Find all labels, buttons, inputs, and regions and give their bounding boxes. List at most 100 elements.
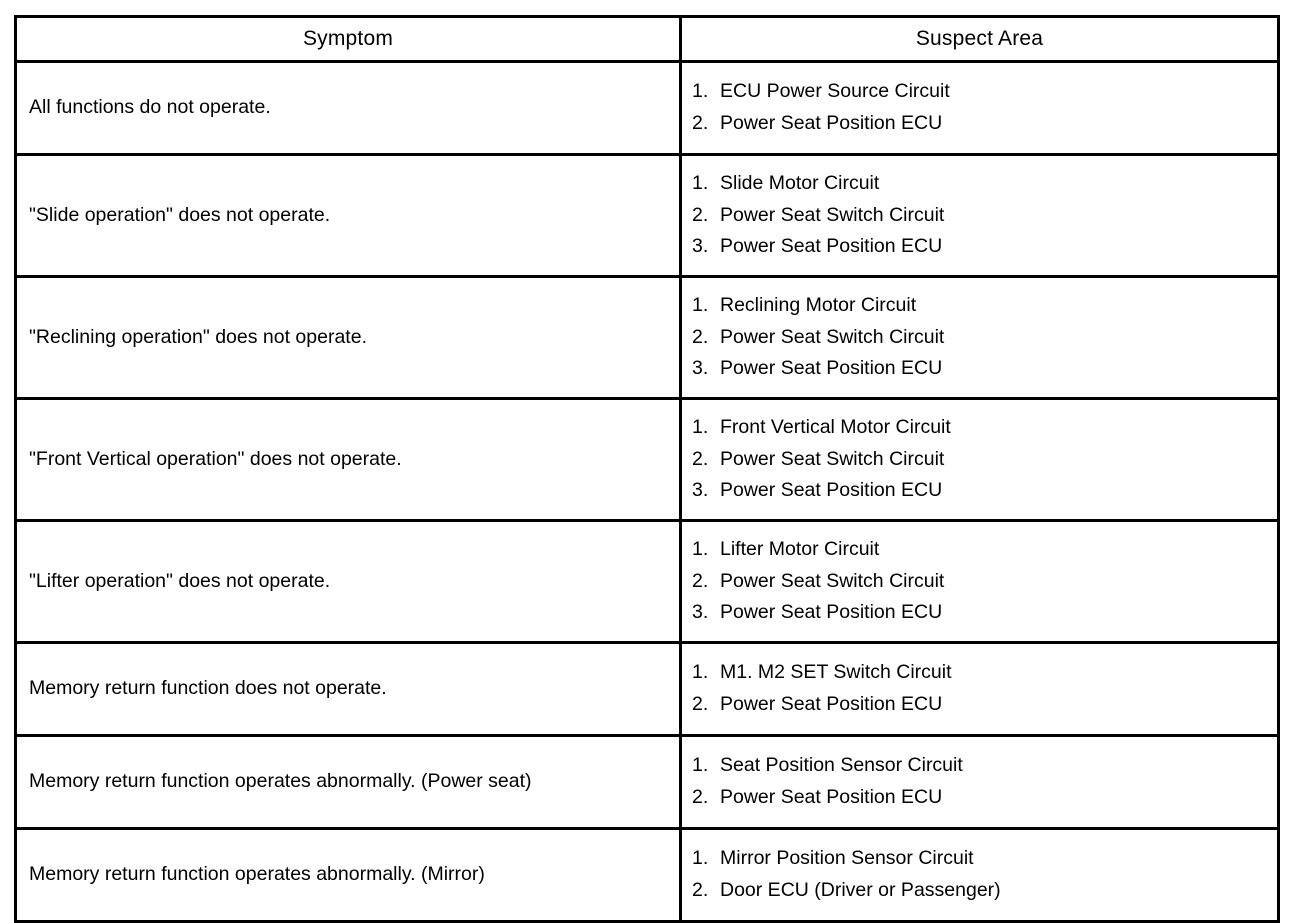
suspect-area-item-text: Power Seat Switch Circuit	[720, 203, 945, 226]
table-row: "Lifter operation" does not operate. 1. Li…	[14, 519, 1280, 644]
suspect-area-list-item: 2. Power Seat Position ECU	[692, 782, 1277, 814]
suspect-area-item-index: 1.	[692, 416, 709, 439]
symptom-text: "Reclining operation" does not operate.	[29, 325, 367, 348]
suspect-area-item-text: Mirror Position Sensor Circuit	[720, 847, 974, 870]
symptom-text: "Lifter operation" does not operate.	[29, 569, 331, 592]
suspect-area-list: 1. M1. M2 SET Switch Circuit 2. Power Seat …	[692, 657, 1277, 720]
suspect-area-item-index: 2.	[692, 447, 709, 470]
table-row: "Slide operation" does not operate. 1.Sli…	[14, 153, 1280, 278]
suspect-area-item-index: 2.	[692, 786, 709, 808]
suspect-area-item-text: Reclining Motor Circuit	[720, 294, 917, 317]
suspect-area-list-item: 2. Power Seat Switch Circuit	[692, 566, 1277, 598]
symptom-cell: "Lifter operation" does not operate.	[14, 519, 682, 644]
suspect-area-item-text: Seat Position Sensor Circuit	[720, 754, 963, 777]
suspect-area-list: 1.Slide Motor Circuit 2. Power Seat Switch…	[692, 168, 1277, 263]
suspect-area-item-text: Lifter Motor Circuit	[720, 538, 880, 561]
suspect-area-item-text: Power Seat Switch Circuit	[720, 447, 945, 470]
suspect-area-list-item: 1. M1. M2 SET Switch Circuit	[692, 657, 1277, 689]
suspect-area-item-text: Power Seat Position ECU	[720, 235, 943, 258]
suspect-area-cell: 1. Front Vertical Motor Circuit 2. Power Se…	[679, 397, 1280, 522]
suspect-area-list: 1. Seat Position Sensor Circuit 2. Power Se…	[692, 750, 1277, 813]
suspect-area-item-index: 1.	[692, 754, 709, 777]
symptom-cell: "Reclining operation" does not operate.	[14, 275, 682, 400]
suspect-area-item-index: 2.	[692, 112, 709, 134]
suspect-area-list-item: 3. Power Seat Position ECU	[692, 231, 1277, 263]
symptom-cell: Memory return function does not operate.	[14, 641, 682, 737]
table-row: All functions do not operate. 1. ECU Power…	[14, 60, 1280, 156]
suspect-area-list-item: 2. Power Seat Switch Circuit	[692, 200, 1277, 232]
suspect-area-list-item: 2. Door ECU (Driver or Passenger)	[692, 875, 1277, 907]
suspect-area-list-item: 3. Power Seat Position ECU	[692, 597, 1277, 629]
suspect-area-item-index: 2.	[692, 325, 709, 348]
table-row: Memory return function does not operate.…	[14, 641, 1280, 737]
suspect-area-item-index: 3.	[692, 479, 709, 502]
column-header-suspect-area: Suspect Area	[679, 15, 1280, 63]
table-row: Memory return function operates abnormal…	[14, 827, 1280, 923]
suspect-area-item-text: Slide Motor Circuit	[720, 172, 880, 195]
suspect-area-list-item: 1.Slide Motor Circuit	[692, 168, 1277, 200]
suspect-area-list-item: 3.Power Seat Position ECU	[692, 353, 1277, 385]
table-body: All functions do not operate. 1. ECU Power…	[14, 60, 1280, 923]
suspect-area-item-text: Power Seat Switch Circuit	[720, 569, 945, 592]
suspect-area-cell: 1. M1. M2 SET Switch Circuit 2. Power Seat …	[679, 641, 1280, 737]
symptom-suspect-area-table: Symptom Suspect Area All functions do no…	[14, 15, 1280, 923]
symptom-text: Memory return function operates abnormal…	[29, 770, 532, 793]
table-row: "Reclining operation" does not operate. 1…	[14, 275, 1280, 400]
symptom-cell: "Front Vertical operation" does not oper…	[14, 397, 682, 522]
suspect-area-item-index: 2.	[692, 879, 709, 901]
suspect-area-item-text: Front Vertical Motor Circuit	[720, 416, 951, 439]
suspect-area-list-item: 2. Power Seat Position ECU	[692, 108, 1277, 140]
suspect-area-list-item: 2. Power Seat Switch Circuit	[692, 322, 1277, 354]
suspect-area-item-index: 1.	[692, 80, 709, 103]
symptom-text: Memory return function does not operate.	[29, 677, 387, 700]
column-header-symptom-label: Symptom	[302, 27, 394, 50]
symptom-text: All functions do not operate.	[29, 96, 271, 119]
suspect-area-cell: 1.Slide Motor Circuit 2. Power Seat Switch…	[679, 153, 1280, 278]
suspect-area-item-text: Power Seat Position ECU	[720, 693, 943, 715]
suspect-area-item-text: Power Seat Position ECU	[720, 357, 943, 380]
suspect-area-list: 1. Reclining Motor Circuit 2. Power Seat Sw…	[692, 290, 1277, 385]
suspect-area-list: 1. Lifter Motor Circuit 2. Power Seat Switc…	[692, 534, 1277, 629]
suspect-area-item-text: Power Seat Switch Circuit	[720, 325, 945, 348]
symptom-text: "Front Vertical operation" does not oper…	[29, 447, 402, 470]
suspect-area-item-text: Power Seat Position ECU	[720, 786, 943, 808]
suspect-area-list: 1. Front Vertical Motor Circuit 2. Power Se…	[692, 412, 1277, 507]
symptom-text: Memory return function operates abnormal…	[29, 863, 485, 886]
suspect-area-item-index: 2.	[692, 569, 709, 592]
suspect-area-list-item: 2. Power Seat Switch Circuit	[692, 444, 1277, 476]
table-row: Memory return function operates abnormal…	[14, 734, 1280, 830]
suspect-area-list: 1. ECU Power Source Circuit 2. Power Seat P…	[692, 76, 1277, 139]
suspect-area-cell: 1. Seat Position Sensor Circuit 2. Power Se…	[679, 734, 1280, 830]
suspect-area-item-text: Door ECU (Driver or Passenger)	[720, 879, 1001, 901]
suspect-area-cell: 1. Lifter Motor Circuit 2. Power Seat Switc…	[679, 519, 1280, 644]
suspect-area-item-text: M1. M2 SET Switch Circuit	[720, 661, 952, 684]
suspect-area-list-item: 1. Seat Position Sensor Circuit	[692, 750, 1277, 782]
suspect-area-item-text: Power Seat Position ECU	[720, 112, 943, 134]
suspect-area-list-item: 2. Power Seat Position ECU	[692, 689, 1277, 721]
table-row: "Front Vertical operation" does not oper…	[14, 397, 1280, 522]
column-header-symptom: Symptom	[14, 15, 682, 63]
suspect-area-list-item: 1. Mirror Position Sensor Circuit	[692, 843, 1277, 875]
symptom-cell: Memory return function operates abnormal…	[14, 734, 682, 830]
document-page: Symptom Suspect Area All functions do no…	[14, 15, 1280, 923]
suspect-area-item-index: 1.	[692, 847, 709, 870]
suspect-area-list-item: 1. Front Vertical Motor Circuit	[692, 412, 1277, 444]
suspect-area-item-index: 3.	[692, 235, 709, 258]
suspect-area-item-index: 3.	[692, 601, 709, 624]
suspect-area-item-index: 2.	[692, 693, 709, 715]
suspect-area-item-index: 1.	[692, 538, 709, 561]
suspect-area-item-index: 1.	[692, 661, 709, 684]
suspect-area-list-item: 1. Reclining Motor Circuit	[692, 290, 1277, 322]
suspect-area-cell: 1. Reclining Motor Circuit 2. Power Seat Sw…	[679, 275, 1280, 400]
suspect-area-list-item: 3.Power Seat Position ECU	[692, 475, 1277, 507]
symptom-cell: "Slide operation" does not operate.	[14, 153, 682, 278]
suspect-area-cell: 1. ECU Power Source Circuit 2. Power Seat P…	[679, 60, 1280, 156]
column-header-suspect-area-label: Suspect Area	[915, 27, 1044, 50]
suspect-area-item-text: ECU Power Source Circuit	[720, 80, 950, 103]
table-header: Symptom Suspect Area	[14, 15, 1280, 63]
suspect-area-item-index: 2.	[692, 203, 709, 226]
suspect-area-item-index: 1.	[692, 294, 709, 317]
suspect-area-list: 1. Mirror Position Sensor Circuit 2. Door E…	[692, 843, 1277, 906]
suspect-area-list-item: 1. Lifter Motor Circuit	[692, 534, 1277, 566]
suspect-area-item-text: Power Seat Position ECU	[720, 601, 943, 624]
